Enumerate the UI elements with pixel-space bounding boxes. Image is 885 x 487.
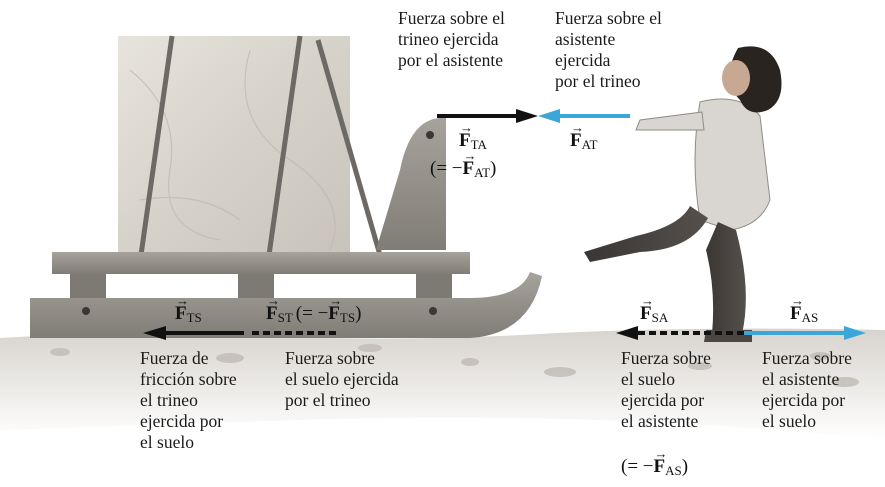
ground-pebbles [50, 344, 859, 387]
sled-leg [416, 274, 452, 298]
ground [0, 328, 885, 440]
assistant-figure [584, 46, 782, 342]
sled-runner [30, 272, 542, 338]
vector-eq-F_SA: (= −FAS) [621, 443, 688, 482]
label-force-on-ground-by-assistant: Fuerza sobre el suelo ejercida por el as… [621, 348, 711, 431]
marble-veins [129, 49, 336, 251]
vector-label-F_SA: FSA [640, 290, 668, 329]
rope [137, 35, 175, 263]
sled-handle [376, 118, 446, 250]
vector-arrows [143, 109, 866, 340]
sled-leg [70, 274, 106, 298]
vector-label-F_AS: FAS [790, 290, 818, 329]
sled-deck [52, 252, 470, 274]
rope [315, 39, 385, 263]
vector-eq-F_TA: (= −FAT) [430, 145, 496, 184]
label-force-on-sled-by-assistant: Fuerza sobre el trineo ejercida por el a… [398, 8, 505, 70]
vector-label-F_ST: FST(= −FTS) [266, 290, 361, 329]
rope [265, 35, 303, 263]
label-force-on-ground-by-sled: Fuerza sobre el suelo ejercida por el tr… [285, 348, 399, 410]
label-friction-on-sled-by-ground: Fuerza de fricción sobre el trineo ejerc… [140, 348, 237, 452]
vector-label-F_TS: FTS [175, 290, 202, 329]
marble-block [118, 36, 350, 258]
label-force-on-assistant-by-ground: Fuerza sobre el asistente ejercida por e… [762, 348, 852, 431]
label-force-on-assistant-by-sled: Fuerza sobre el asistente ejercida por e… [555, 8, 662, 91]
vector-label-F_AT: FAT [570, 117, 598, 156]
